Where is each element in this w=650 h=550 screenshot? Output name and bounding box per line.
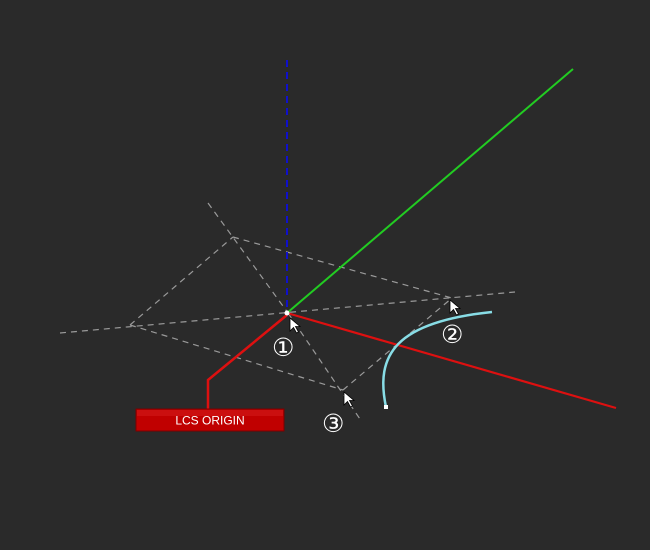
origin-label-highlight	[137, 410, 283, 416]
y-axis-line	[286, 68, 574, 314]
construction-line	[129, 236, 234, 326]
cursor-arrow-icon	[289, 317, 302, 334]
cursor-arrow-icon	[449, 299, 462, 316]
construction-line	[232, 236, 453, 299]
origin-label-text: LCS ORIGIN	[175, 414, 244, 428]
origin-label: LCS ORIGIN	[135, 408, 285, 432]
origin-label-box	[135, 408, 285, 432]
step-label-1: ①	[272, 333, 294, 362]
step-label-2: ②	[441, 320, 463, 349]
construction-line	[207, 202, 289, 314]
origin-leader-line	[206, 314, 288, 410]
cursor-arrow-icon	[343, 391, 356, 408]
curve-endpoint[interactable]	[384, 405, 388, 409]
origin-point[interactable]	[284, 310, 290, 316]
step-label-3: ③	[322, 409, 344, 438]
x-axis-line	[286, 311, 617, 410]
sketch-curve[interactable]	[382, 310, 493, 408]
